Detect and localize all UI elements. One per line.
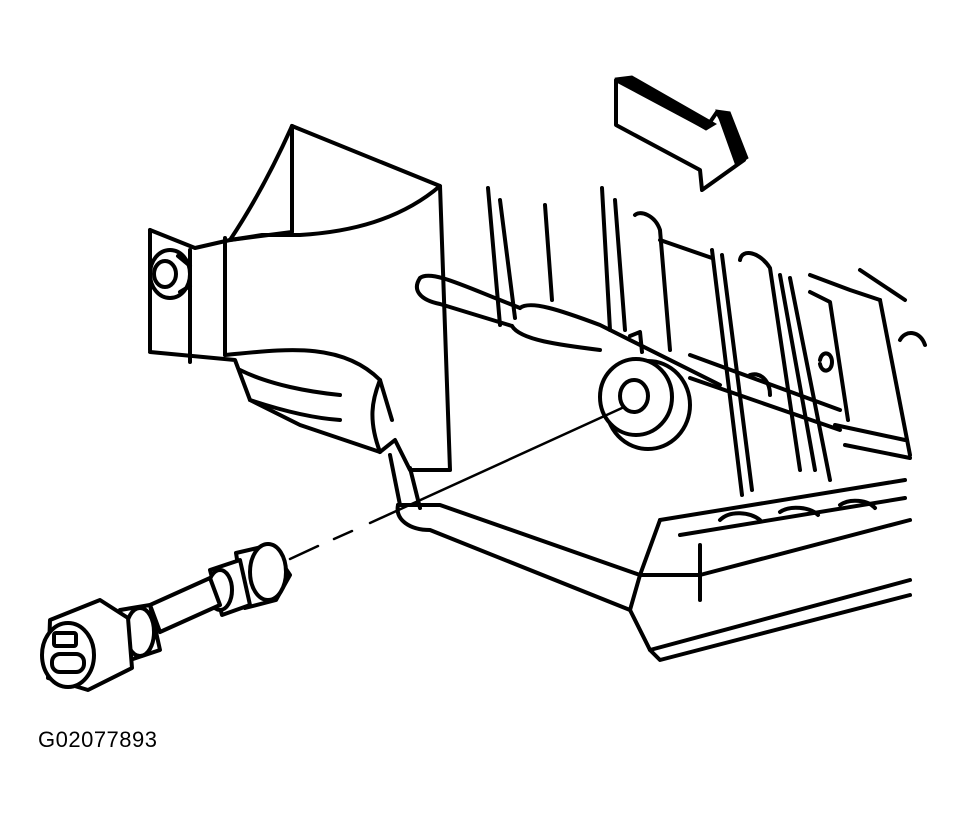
bracket-bolt xyxy=(148,248,192,300)
pivot-bushing xyxy=(598,330,692,451)
seat-adjuster-track xyxy=(388,186,927,662)
figure-id-label: G02077893 xyxy=(38,727,158,752)
mounting-bracket xyxy=(148,124,452,472)
direction-arrow-icon xyxy=(614,75,749,192)
pin-fastener xyxy=(40,542,292,692)
installation-line xyxy=(288,406,624,561)
